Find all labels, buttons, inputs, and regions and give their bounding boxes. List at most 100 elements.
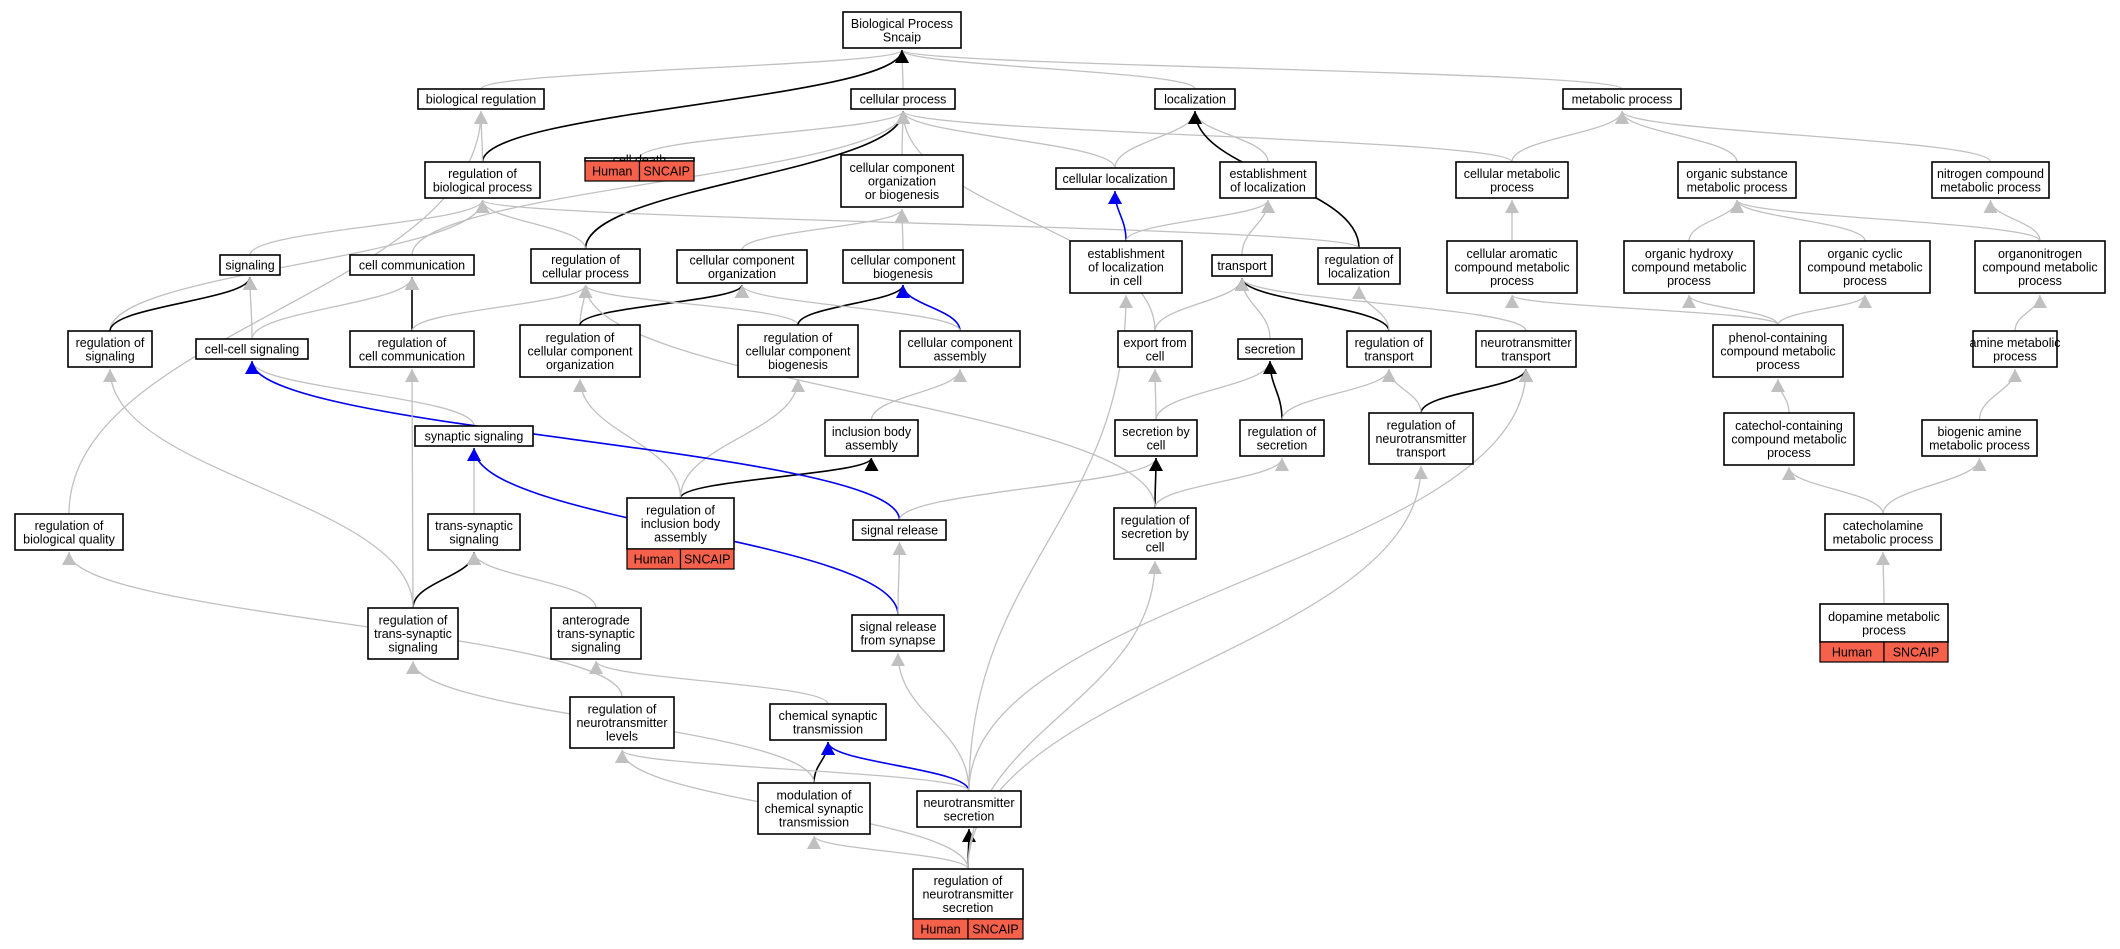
node-box [824, 419, 919, 457]
node-breg[interactable]: biological regulation [417, 88, 545, 110]
node-label-line: cellular localization [1063, 172, 1168, 186]
edge-cp-to-bp [895, 49, 910, 90]
edge-camp-to-ctcmp [1782, 466, 1884, 515]
edge-mp-to-bp [895, 49, 1623, 90]
node-label-line: inclusion body [832, 425, 912, 439]
node-label-line: cellular process [860, 93, 947, 107]
node-label-line: process [1756, 358, 1800, 372]
node-label-line: regulation of [448, 167, 517, 181]
node-sig[interactable]: signaling [219, 254, 281, 276]
edge-cloc-to-cp [896, 110, 1116, 169]
node-tr[interactable]: transport [1211, 254, 1273, 277]
node-box [349, 330, 475, 368]
node-box [367, 607, 459, 660]
node-label-line: process [1993, 349, 2037, 363]
node-label-line: regulation of [588, 703, 657, 717]
edge-ccs-to-sig [243, 276, 258, 340]
node-label-line: process [1843, 274, 1887, 288]
node-label-line: Sncaip [883, 30, 921, 44]
node-box [195, 338, 309, 360]
node-label-line: secretion [1245, 343, 1296, 357]
node-label-line: organic hydroxy [1645, 247, 1734, 261]
node-label-line: regulation of [76, 336, 145, 350]
node-label-line: cellular component [908, 336, 1013, 350]
node-loc[interactable]: localization [1154, 88, 1236, 110]
node-label-line: cellular component [690, 253, 795, 267]
node-box [1677, 161, 1797, 199]
node-cc[interactable]: cell communication [349, 254, 475, 276]
node-label-line: regulation of [764, 331, 833, 345]
node-label-line: metabolic process [1929, 438, 2030, 452]
node-cp[interactable]: cellular process [850, 88, 956, 110]
node-mp[interactable]: metabolic process [1562, 88, 1682, 110]
node-label-line: assembly [845, 438, 899, 452]
node-label-line: cell [1147, 438, 1166, 452]
node-label-line: catechol-containing [1735, 419, 1843, 433]
node-ssig[interactable]: synaptic signaling [414, 425, 534, 447]
node-ccs[interactable]: cell-cell signaling [195, 338, 309, 360]
edge-nts-to-cst [821, 741, 970, 792]
node-box [1799, 240, 1931, 294]
node-label-line: cell [1146, 349, 1165, 363]
node-sr[interactable]: signal release [852, 519, 947, 541]
node-box [1114, 419, 1198, 457]
node-label-line: from synapse [860, 633, 935, 647]
node-label-line: cell [1146, 541, 1165, 555]
edge-elic-to-cloc [1108, 190, 1127, 242]
node-box [427, 513, 521, 551]
node-cloc[interactable]: cellular localization [1055, 167, 1175, 190]
node-label-line: anterograde [562, 614, 629, 628]
node-sec[interactable]: secretion [1237, 338, 1303, 360]
node-rnts[interactable]: regulation ofneurotransmittersecretionHu… [912, 868, 1024, 940]
node-label-line: biogenic amine [1937, 425, 2021, 439]
